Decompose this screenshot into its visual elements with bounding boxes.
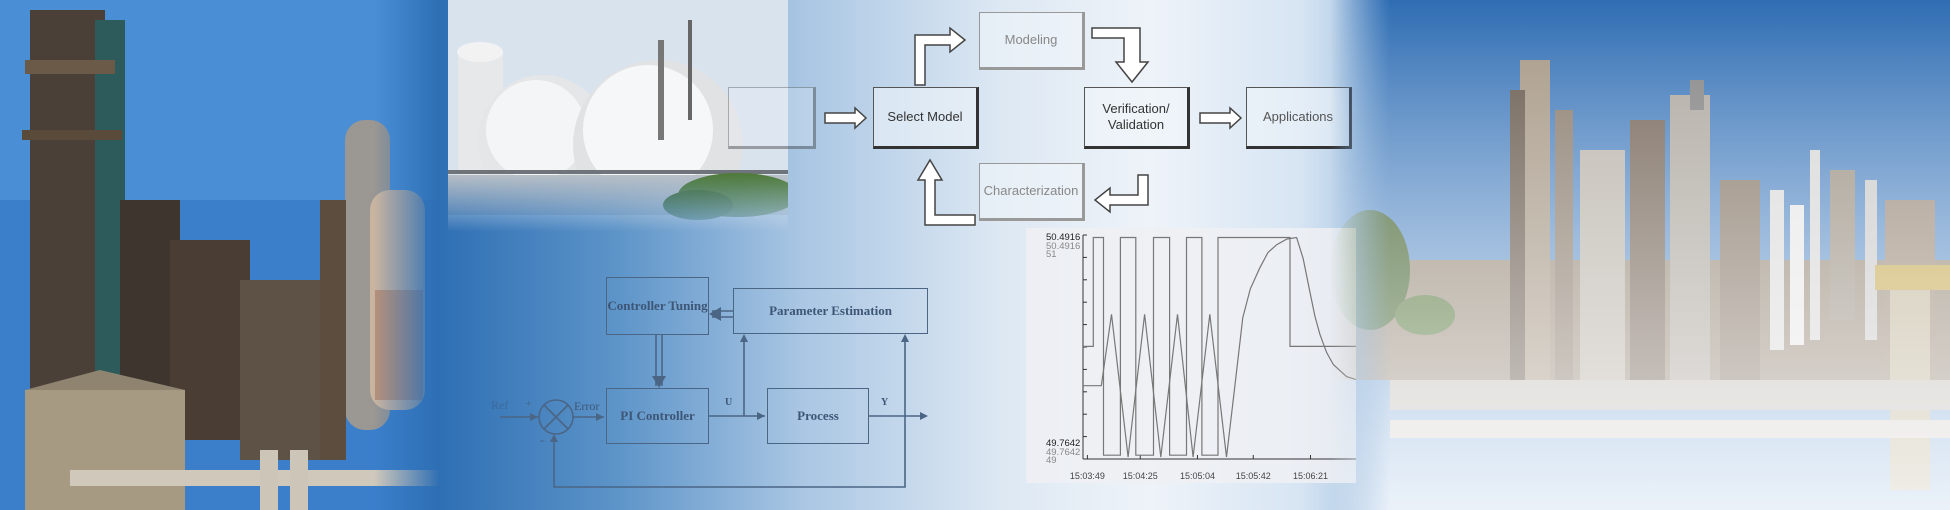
y-bottom-labels: 49.7642 49.7642 49 [1046,438,1081,466]
controller-tuning-label: Controller Tuning [607,297,708,313]
y-label: Y [881,397,889,408]
refinery-photo-right [1330,0,1950,510]
flow-box-select-model: Select Model [873,87,979,149]
y-top-label: 50.4916 [1046,240,1081,252]
select-model-label: Select Model [887,108,963,124]
refinery-photo-left [0,0,440,510]
pi-controller-block: PI Controller [606,388,709,444]
applications-label: Applications [1262,108,1334,124]
x-tick-label: 15:03:49 [1069,471,1105,481]
series-line-setpoint [1083,236,1356,456]
x-tick-label: 15:04:25 [1122,471,1158,481]
characterization-label: Characterization [983,182,1079,198]
ref-label: Ref [491,398,509,412]
flow-box-modeling: Modeling [979,12,1085,70]
y-bottom-label: 49 [1046,455,1057,466]
flow-box-partial [728,87,816,149]
u-label: U [725,397,733,408]
pi-controller-label: PI Controller [620,407,695,423]
parameter-estimation-block: Parameter Estimation [733,288,928,334]
y-bottom-label: 49.7642 [1046,446,1081,458]
minus-label: - [540,433,544,447]
y-bottom-label: 49.7642 [1046,438,1081,449]
x-tick-label: 15:06:21 [1292,471,1329,481]
x-tick-label: 15:05:04 [1179,471,1215,481]
trend-chart: 50.4916 50.4916 51 49.7642 49.7642 49 15… [1026,228,1356,483]
verification-label: Verification/ Validation [1102,100,1170,132]
controller-tuning-block: Controller Tuning [606,277,709,335]
storage-spheres-photo [448,0,788,232]
chart-plot [1082,234,1356,460]
error-label: Error [574,399,600,413]
modeling-label: Modeling [1004,31,1058,47]
series-line-process_output [1083,236,1356,458]
plus-label: + [525,396,532,410]
process-block: Process [767,388,869,444]
y-top-labels: 50.4916 50.4916 51 [1046,232,1081,260]
process-label: Process [797,407,839,423]
parameter-estimation-label: Parameter Estimation [769,302,892,318]
flow-box-characterization: Characterization [979,163,1085,221]
x-tick-label: 15:05:42 [1235,471,1271,481]
flow-box-verification: Verification/ Validation [1084,87,1190,149]
y-top-label: 51 [1046,249,1057,260]
y-top-label: 50.4916 [1046,232,1081,243]
